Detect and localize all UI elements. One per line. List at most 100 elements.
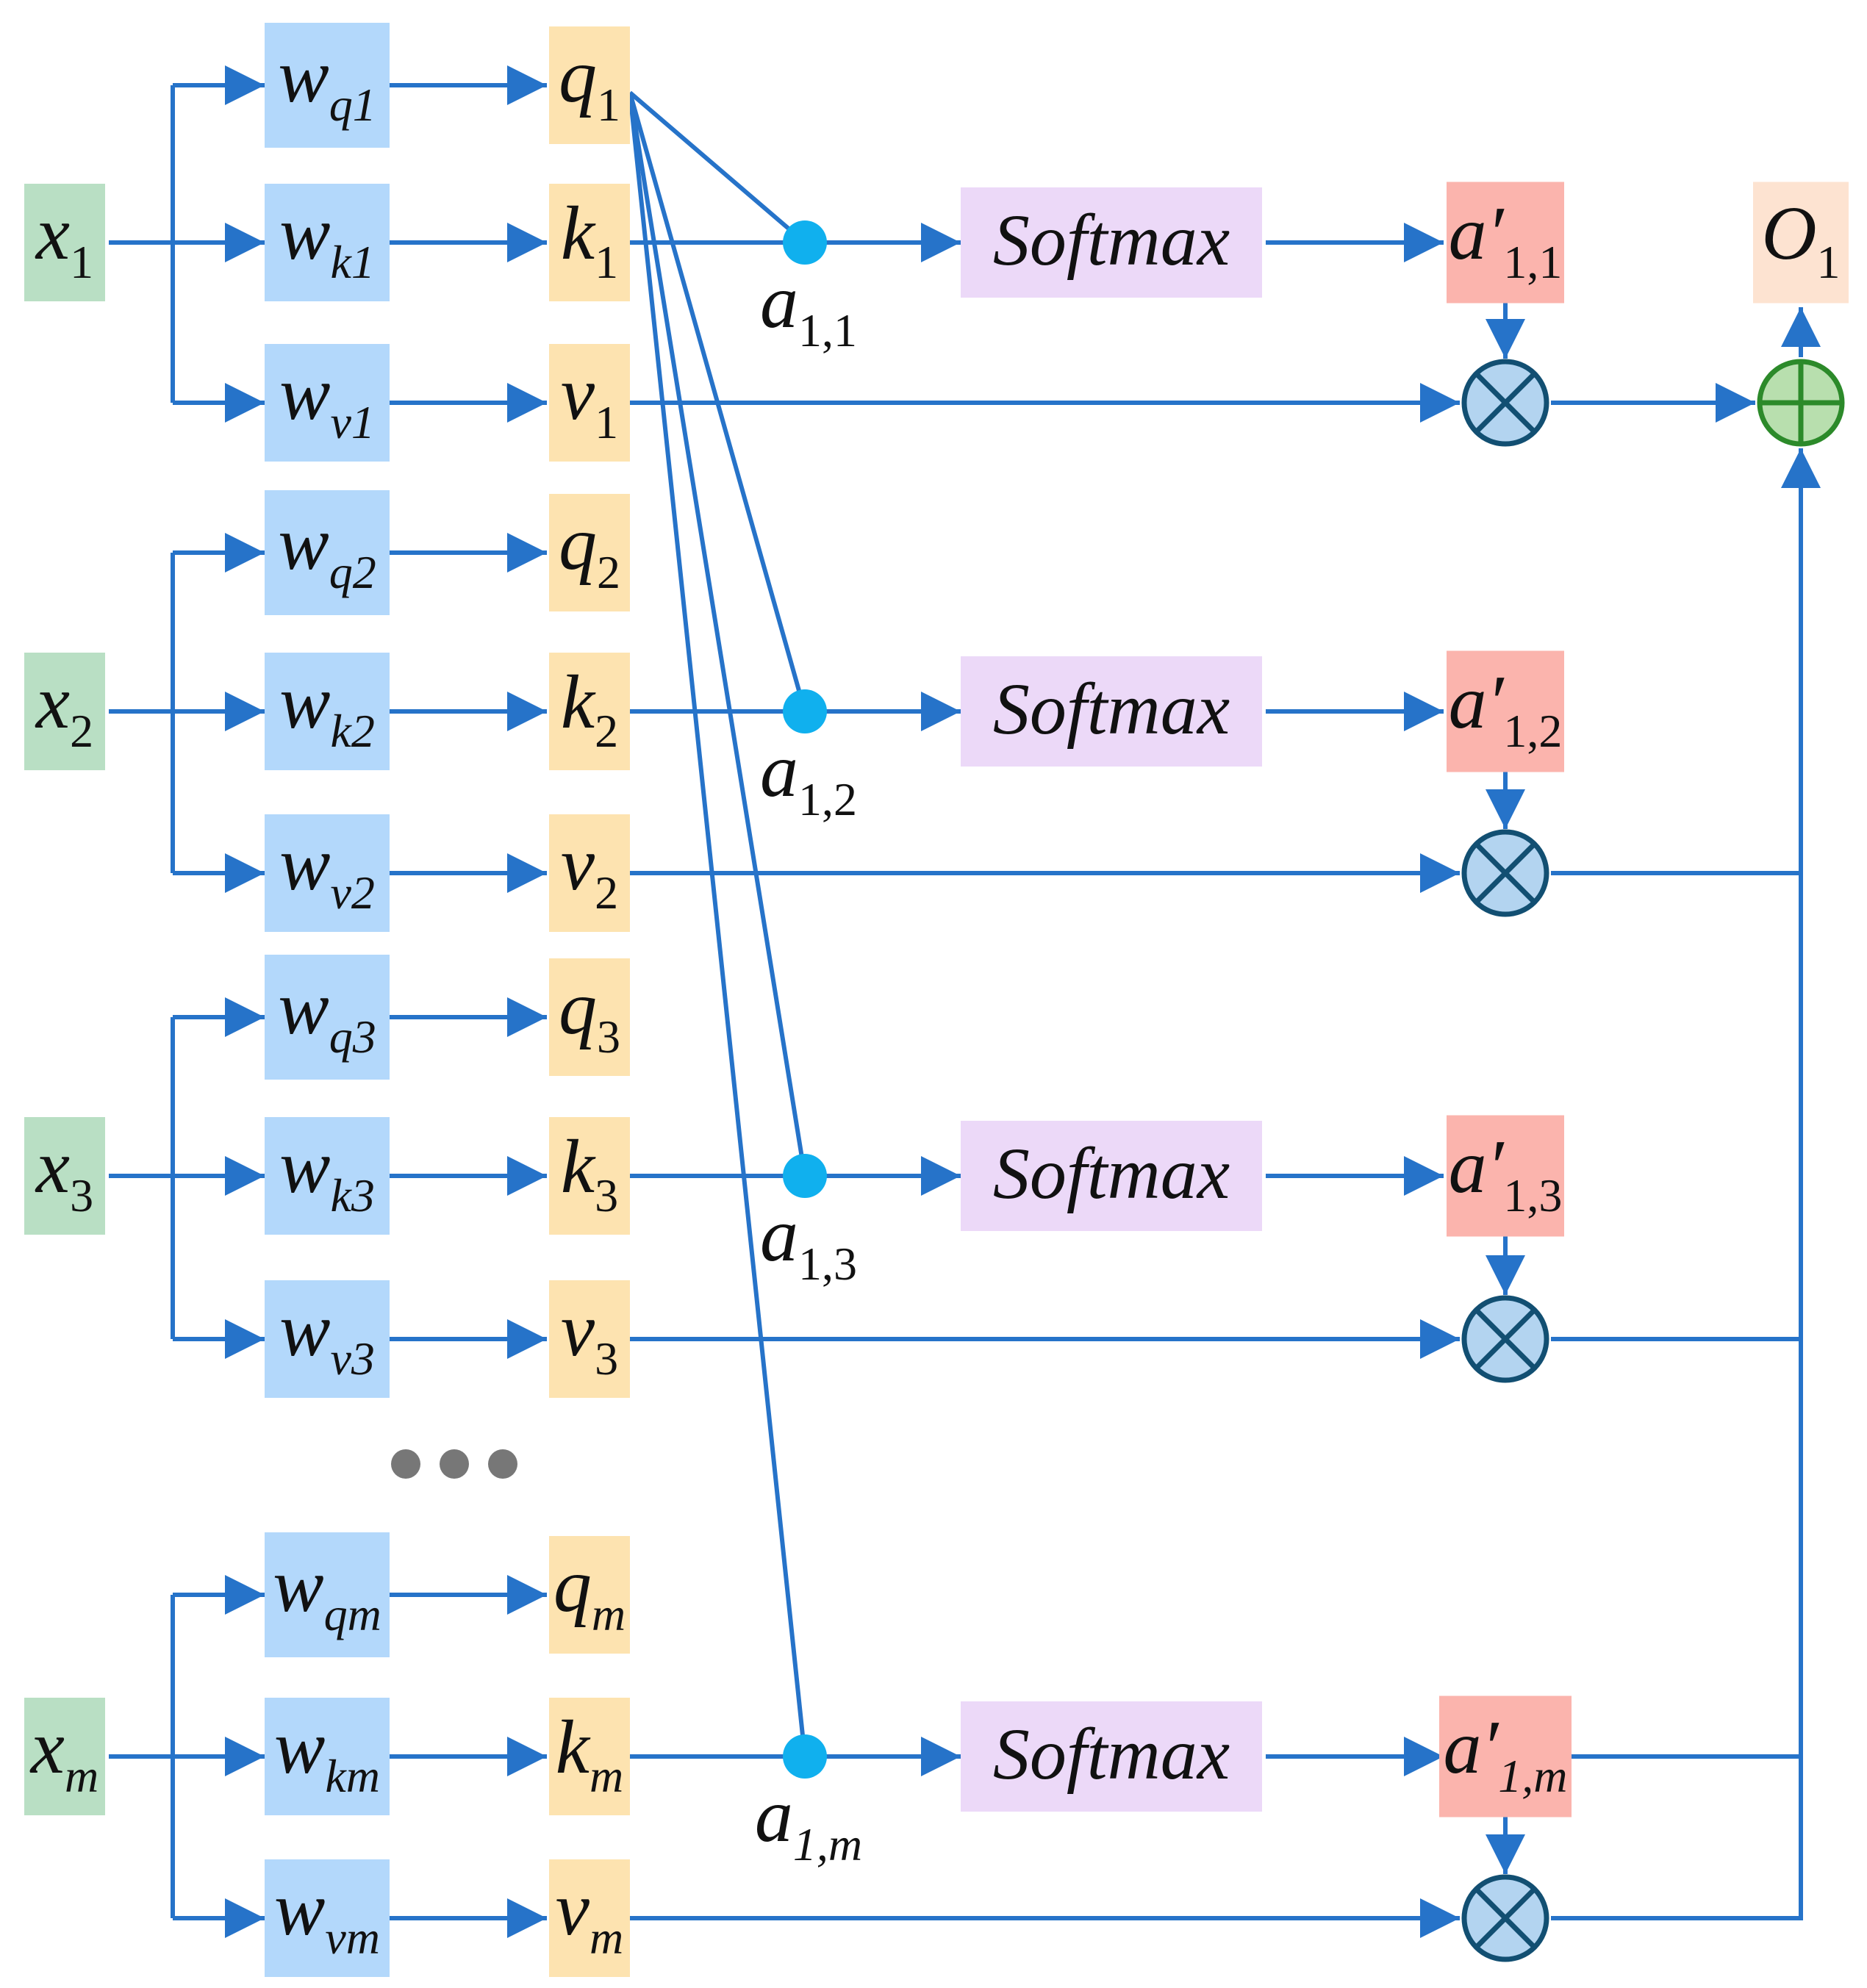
output-o-box xyxy=(1753,182,1849,304)
attn-weight-2-label-subscript: 1,3 xyxy=(1503,1169,1562,1221)
attn-weight-0-label-base: a′ xyxy=(1449,191,1505,276)
query-1-label: q2 xyxy=(559,501,620,598)
key-1: k2 xyxy=(549,653,630,770)
weight-k-1-label: wk2 xyxy=(279,660,375,757)
value-2-label-subscript: 3 xyxy=(595,1332,618,1385)
attn-weight-1: a′1,2 xyxy=(1447,650,1564,772)
attn-weight-3: a′1,m xyxy=(1439,1695,1572,1817)
value-1-label-base: v xyxy=(561,822,595,906)
value-0-label-subscript: 1 xyxy=(595,396,618,448)
query-1-box xyxy=(549,494,630,611)
weight-v-2: wv3 xyxy=(265,1280,390,1398)
weight-v-2-label-base: w xyxy=(279,1288,330,1372)
score-label-0-base: a xyxy=(760,259,798,344)
query-0-label: q1 xyxy=(559,34,620,131)
weight-k-2-label-base: w xyxy=(279,1124,330,1209)
output-o-label-subscript: 1 xyxy=(1817,236,1841,288)
key-1-box xyxy=(549,653,630,770)
query-3-label-base: q xyxy=(553,1543,592,1628)
weight-v-2-box xyxy=(265,1280,390,1398)
key-2-label: k3 xyxy=(561,1124,618,1221)
key-2-label-base: k xyxy=(561,1124,596,1209)
softmax-label-3: Softmax xyxy=(993,1713,1230,1795)
softmax-box-1 xyxy=(961,656,1262,767)
weight-k-2-label-subscript: k3 xyxy=(330,1169,374,1221)
key-0-box xyxy=(549,184,630,301)
key-0-label-subscript: 1 xyxy=(595,236,618,288)
key-3-label-base: k xyxy=(556,1705,591,1790)
weight-q-0-label-base: w xyxy=(278,34,329,118)
input-x-0-label-base: x xyxy=(35,191,70,276)
query-3-label: qm xyxy=(553,1543,626,1640)
input-x-2-label-subscript: 3 xyxy=(70,1169,93,1221)
weight-k-0-box xyxy=(265,184,390,301)
attn-weight-2-label: a′1,3 xyxy=(1449,1124,1563,1221)
weight-v-1-label-base: w xyxy=(279,822,330,906)
input-x-1-label-base: x xyxy=(35,660,70,744)
score-dot-1 xyxy=(783,689,827,733)
weight-k-3-box xyxy=(265,1698,390,1815)
query-1: q2 xyxy=(549,494,630,611)
softmax-box-2 xyxy=(961,1121,1262,1231)
weight-q-3-label: wqm xyxy=(273,1543,381,1640)
q1-to-score-0 xyxy=(628,90,806,245)
score-dot-2 xyxy=(783,1154,827,1198)
weight-k-1-label-base: w xyxy=(279,660,330,744)
add-icon xyxy=(1757,359,1845,447)
weight-k-1: wk2 xyxy=(265,653,390,770)
attn-weight-3-label-subscript: 1,m xyxy=(1498,1750,1567,1802)
score-dot-0 xyxy=(783,220,827,265)
weight-q-2-label-base: w xyxy=(278,966,329,1050)
weight-k-0-label-subscript: k1 xyxy=(330,236,374,288)
value-1-label: v2 xyxy=(561,822,618,919)
multiply-icon xyxy=(1461,829,1549,917)
weight-k-0-label: wk1 xyxy=(279,191,375,288)
input-x-3: xm xyxy=(24,1698,105,1815)
softmax-label-1: Softmax xyxy=(993,668,1230,750)
weight-q-3: wqm xyxy=(265,1532,390,1657)
weight-v-0-box xyxy=(265,344,390,462)
key-2: k3 xyxy=(549,1117,630,1235)
score-dot-3 xyxy=(783,1734,827,1779)
weight-k-3-label-base: w xyxy=(274,1705,325,1790)
value-3-box xyxy=(549,1859,630,1977)
value-2-label-base: v xyxy=(561,1288,595,1372)
query-3-label-subscript: m xyxy=(592,1588,626,1640)
weight-q-2-box xyxy=(265,955,390,1080)
softmax-2: Softmax xyxy=(961,1121,1262,1231)
score-label-3-subscript: 1,m xyxy=(793,1818,862,1870)
value-2-label: v3 xyxy=(561,1288,618,1385)
value-0-label-base: v xyxy=(561,351,595,436)
key-0: k1 xyxy=(549,184,630,301)
weight-v-1-label-subscript: v2 xyxy=(330,866,374,919)
score-label-3-base: a xyxy=(755,1773,793,1858)
attn-weight-2-label-base: a′ xyxy=(1449,1124,1505,1209)
score-label-2: a1,3 xyxy=(760,1193,857,1290)
key-1-label: k2 xyxy=(561,660,618,757)
bus-to-sum xyxy=(1551,448,1821,1920)
softmax-1: Softmax xyxy=(961,656,1262,767)
value-1: v2 xyxy=(549,814,630,932)
input-x-3-label: xm xyxy=(29,1705,98,1802)
softmax-3: Softmax xyxy=(961,1701,1262,1812)
input-x-0-box xyxy=(24,184,105,301)
input-x-3-label-subscript: m xyxy=(65,1750,98,1802)
value-3-label-subscript: m xyxy=(590,1912,623,1964)
three-dots-icon xyxy=(391,1449,517,1479)
softmax-box-0 xyxy=(961,187,1262,298)
weight-k-2: wk3 xyxy=(265,1117,390,1235)
weight-k-2-box xyxy=(265,1117,390,1235)
weight-v-3-label-subscript: vm xyxy=(325,1912,380,1964)
query-0-label-base: q xyxy=(559,34,597,118)
input-x-2-label: x3 xyxy=(35,1124,93,1221)
input-x-0: x1 xyxy=(24,184,105,301)
key-3-label: km xyxy=(556,1705,623,1802)
query-0: q1 xyxy=(549,26,630,144)
value-3-label: vm xyxy=(556,1867,623,1964)
attn-weight-1-box xyxy=(1447,650,1564,772)
weight-v-1-label: wv2 xyxy=(279,822,375,919)
attn-weight-3-label-base: a′ xyxy=(1444,1705,1500,1790)
score-label-1: a1,2 xyxy=(760,728,857,825)
